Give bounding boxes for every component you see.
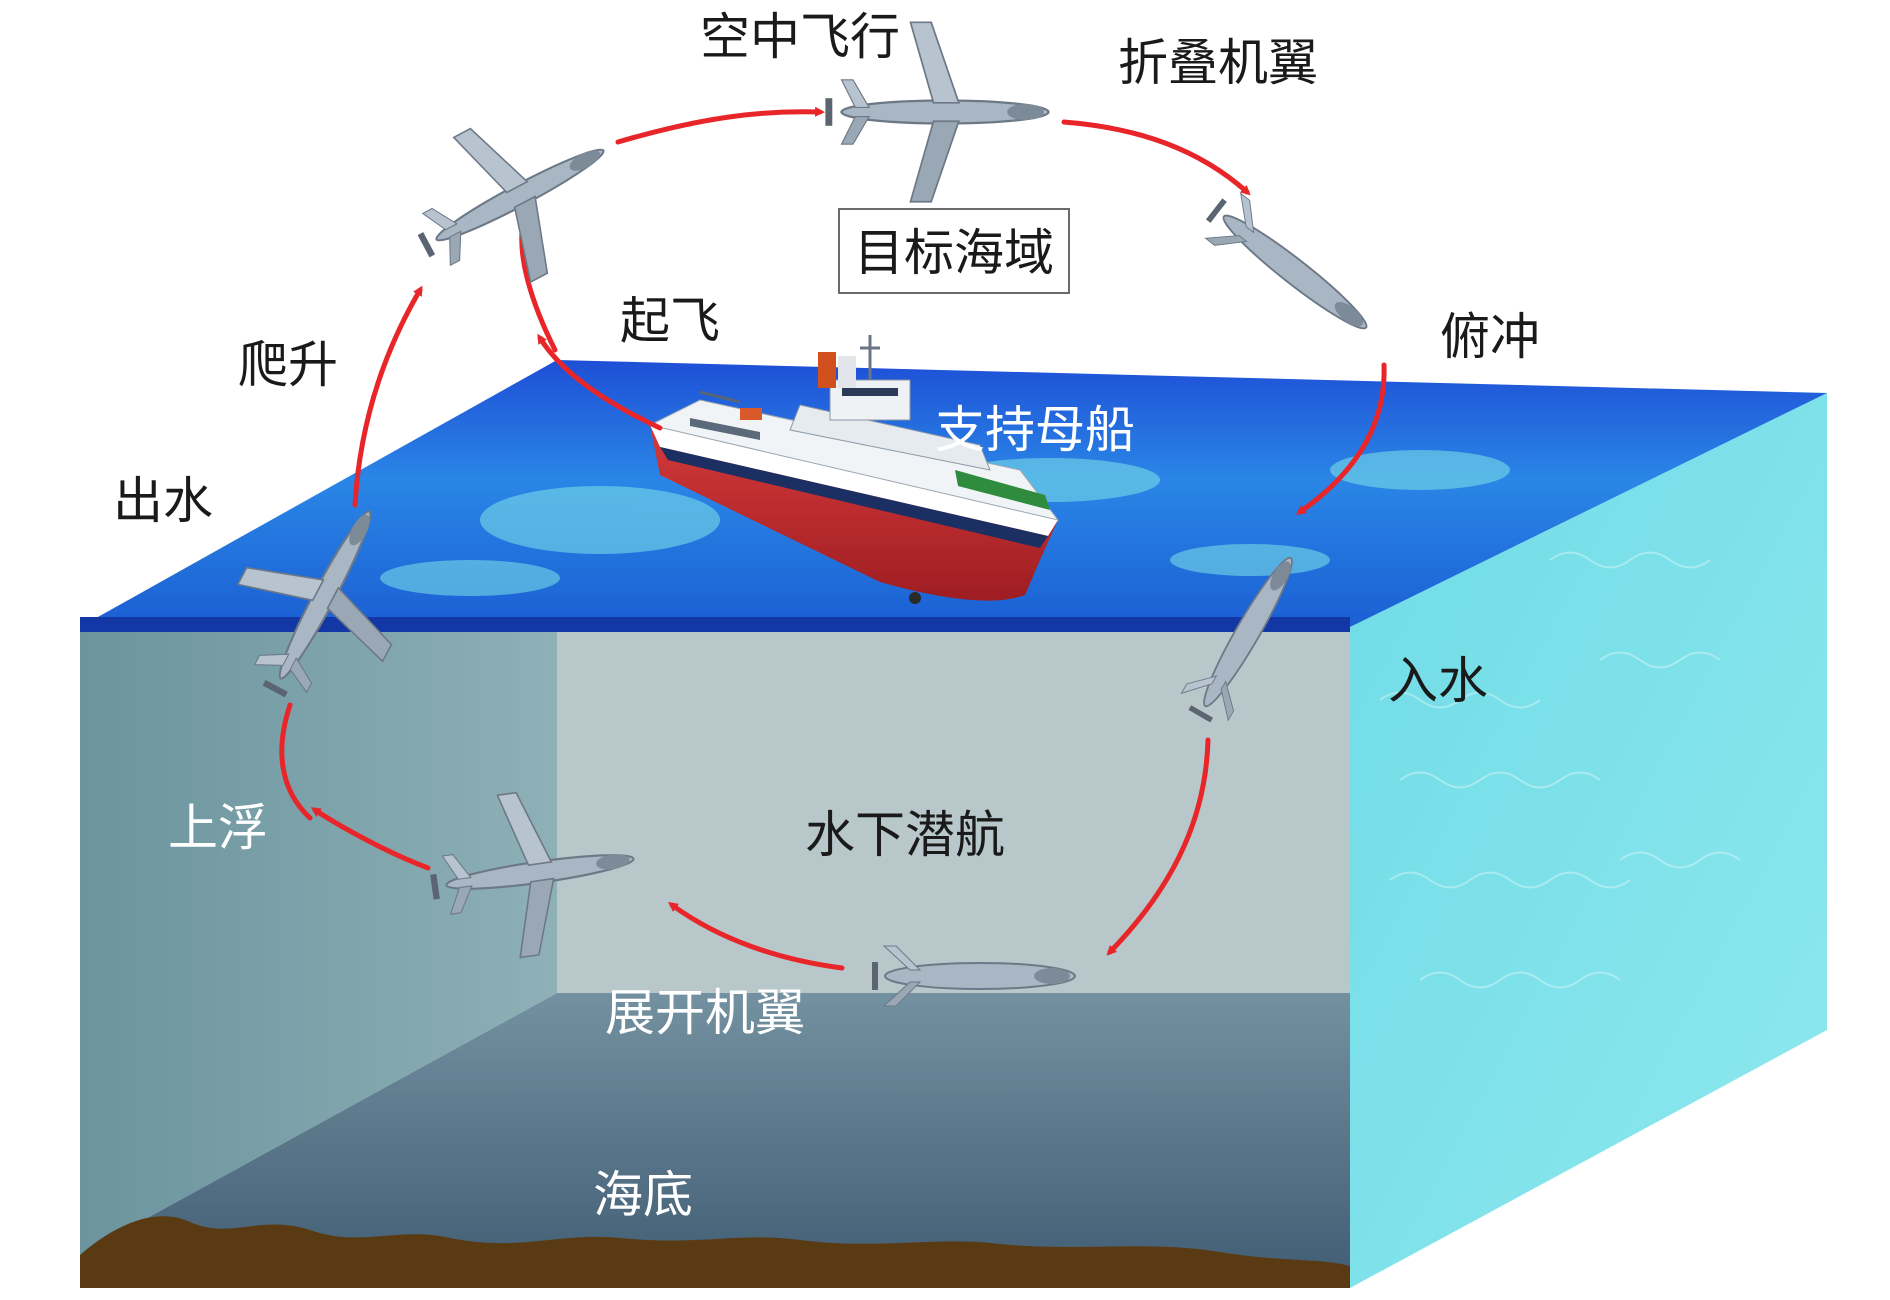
arrow-flight-to-fold: [1064, 122, 1247, 192]
label-air-flight: 空中飞行: [700, 12, 900, 62]
label-exit-water: 出水: [113, 476, 213, 526]
vehicle-climb-icon: [385, 78, 642, 318]
label-dive: 俯冲: [1440, 312, 1540, 362]
label-fold-wings: 折叠机翼: [1118, 38, 1318, 88]
vehicle-fold-icon: [1197, 186, 1384, 350]
label-seabed: 海底: [593, 1170, 693, 1220]
label-takeoff: 起飞: [620, 296, 720, 346]
label-surface-rise: 上浮: [168, 803, 268, 853]
arrow-climb-to-flight: [618, 112, 820, 142]
label-deploy-wings: 展开机翼: [605, 988, 805, 1038]
label-support-ship: 支持母船: [935, 405, 1135, 455]
sea-surface-edge: [80, 617, 1350, 632]
label-target-area: 目标海域: [838, 208, 1070, 294]
label-underwater-navigation: 水下潜航: [805, 810, 1005, 860]
label-enter-water: 入水: [1388, 656, 1488, 706]
label-climb: 爬升: [238, 340, 338, 390]
